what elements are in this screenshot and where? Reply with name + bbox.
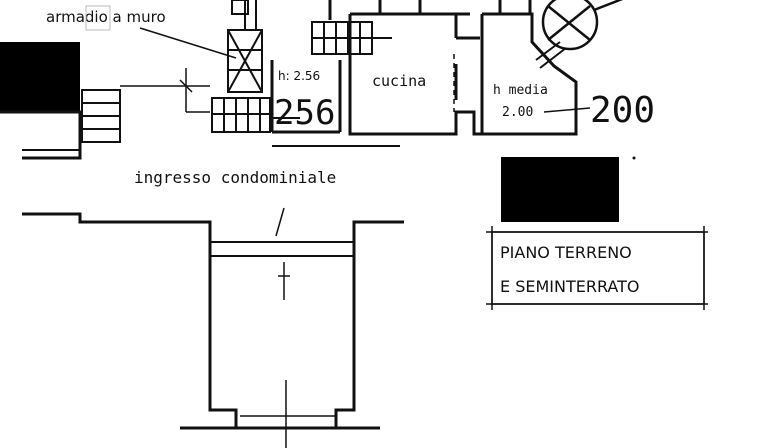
label-box — [85, 5, 111, 31]
closet-label-bg — [0, 0, 120, 30]
entrance-label: ingresso condominiale — [134, 168, 336, 187]
legend-line-2: E SEMINTERRATO — [500, 277, 640, 296]
avg-height-arrow — [543, 107, 591, 113]
kitchen-walls — [348, 0, 482, 136]
avg-height-title: h media — [493, 83, 548, 98]
entrance-axis — [240, 207, 336, 448]
kitchen-label: cucina — [372, 72, 426, 90]
redacted-block-right — [501, 157, 619, 222]
circle-symbol — [541, 0, 624, 51]
diagonal-hatch — [535, 41, 567, 69]
left-building — [0, 110, 82, 160]
height-handwritten-right: 200 — [590, 90, 655, 131]
closet-shaft — [227, 0, 263, 93]
room-right-walls — [480, 0, 578, 136]
closet-leader-line — [139, 27, 237, 59]
entrance-threshold — [210, 241, 354, 257]
legend-line-1: PIANO TERRENO — [500, 243, 632, 262]
entrance-corridor-walls — [22, 212, 404, 430]
redacted-block-left — [0, 42, 80, 112]
room-left-walls — [270, 0, 342, 134]
legend-box — [486, 226, 708, 310]
ink-dot — [632, 156, 636, 160]
height-handwritten-left: 256 — [274, 93, 335, 133]
height-label-left: h: 2.56 — [278, 69, 320, 83]
closet-label: armadio a muro — [46, 8, 166, 26]
dimension-line-left — [120, 68, 210, 113]
avg-height-value: 2.00 — [502, 105, 533, 120]
left-stairs — [81, 89, 121, 143]
top-stairs — [311, 21, 392, 55]
central-stairs — [211, 97, 300, 133]
